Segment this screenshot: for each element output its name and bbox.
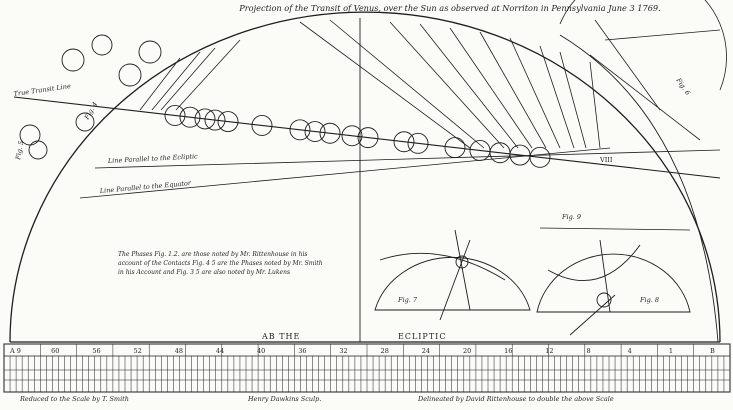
scale-number: 48: [175, 347, 183, 355]
fig-8-label: Fig. 8: [639, 296, 659, 304]
scale-number: 12: [545, 347, 553, 355]
radial-line: [589, 61, 601, 149]
scale-number: 4: [628, 347, 632, 355]
fig-5-label: Fig. 5: [14, 140, 25, 161]
scale-number: 8: [586, 347, 590, 355]
scale-number: 44: [216, 347, 224, 355]
plate-title: Projection of the Transit of Venus, over…: [238, 3, 660, 13]
scale-numbers: A 9 60 56 52 48 44 40 36 32 28 24 20 16 12 8 4 1 B: [9, 347, 715, 355]
venus-disc: [357, 127, 379, 149]
scale-number: 40: [257, 347, 265, 355]
scale-number: 36: [298, 347, 306, 355]
scale-number: 52: [134, 347, 142, 355]
radial-line: [389, 21, 505, 149]
radial-line: [139, 57, 181, 111]
scale-number: B: [710, 347, 715, 355]
scale-number: 24: [422, 347, 430, 355]
radial-line: [160, 47, 216, 111]
note-line-3: in his Account and Fig. 3 5 are also not…: [118, 269, 290, 276]
radial-line: [329, 19, 485, 149]
fig-7-venus: [455, 255, 469, 269]
radial-line: [175, 39, 241, 111]
sun-disk-arc: [9, 11, 721, 343]
venus-disc: [164, 105, 186, 126]
radial-line: [559, 51, 587, 149]
sun-limb-right: [559, 34, 719, 343]
fig-8-diagram: [536, 239, 691, 336]
venus-disc: [179, 106, 201, 128]
venus-disc: [407, 132, 429, 154]
fig-7-curve: [379, 252, 506, 281]
radial-hour-lines: [139, 19, 601, 149]
fig-7-line: [454, 229, 471, 311]
fig-6-arc: [559, 0, 727, 91]
scale-number: 1: [669, 347, 673, 355]
phase-circle: [138, 40, 162, 64]
radial-line: [479, 31, 547, 149]
scale-number: A 9: [9, 347, 21, 355]
phase-circle: [91, 34, 113, 56]
venus-disc: [393, 131, 415, 153]
scale-number: 32: [339, 347, 347, 355]
true-transit-line: [13, 96, 721, 179]
venus-disc: [289, 119, 311, 141]
fig-8-line: [569, 294, 616, 336]
venus-disc: [319, 122, 341, 144]
fig-8-curve: [547, 244, 641, 282]
radial-line: [151, 51, 201, 111]
venus-disc: [251, 115, 273, 136]
ecliptic-label: ECLIPTIC: [398, 332, 446, 341]
parallel-ecliptic-line: [94, 149, 721, 169]
fig-8-venus: [596, 292, 612, 308]
fig-6-line: [589, 54, 701, 141]
credit-engraver: Henry Dawkins Sculp.: [247, 395, 321, 403]
viii-label: VIII: [599, 156, 613, 164]
fig-9-diagram: [539, 227, 691, 231]
venus-disc: [204, 109, 226, 131]
radial-line: [449, 27, 533, 149]
fig-8-line: [599, 239, 611, 313]
radial-line: [509, 37, 561, 149]
venus-disc: [194, 108, 216, 130]
scale-number: 28: [381, 347, 389, 355]
venus-disc: [444, 137, 466, 159]
fig-6-line: [604, 29, 721, 41]
venus-disc-series: [164, 105, 551, 168]
note-line-2: account of the Contacts Fig. 4 5 are the…: [118, 260, 323, 267]
fig-8-semicircle: [536, 253, 691, 313]
fig-7-line: [439, 239, 471, 321]
phase-circle: [75, 112, 95, 132]
venus-disc: [304, 121, 326, 142]
phase-circle: [61, 48, 85, 72]
note-line-1: The Phases Fig. 1.2. are those noted by …: [118, 251, 307, 258]
scale-number: 20: [463, 347, 471, 355]
parallel-equator-line: [79, 147, 611, 199]
scale-ticks: [3, 344, 731, 392]
venus-disc: [217, 111, 239, 133]
scale-bar: A 9 60 56 52 48 44 40 36 32 28 24 20 16 12 8 4 1 B: [3, 343, 731, 393]
radial-line: [419, 23, 519, 149]
radial-line: [299, 21, 471, 149]
venus-disc: [529, 146, 551, 168]
credit-delineated: Delineated by David Rittenhouse to doubl…: [417, 395, 614, 403]
contact-phases-top-left: [19, 34, 162, 160]
scale-number: 16: [504, 347, 512, 355]
radial-line: [539, 45, 575, 149]
fig-6-diagram: [559, 0, 727, 141]
fig-7-label: Fig. 7: [397, 296, 418, 304]
fig-9-line: [539, 227, 691, 231]
phase-circle: [118, 63, 142, 87]
fig-7-diagram: [374, 229, 531, 321]
phase-circle: [28, 140, 48, 160]
scale-number: 60: [51, 347, 59, 355]
fig-9-label: Fig. 9: [561, 213, 581, 221]
ab-the-label: AB THE: [261, 332, 300, 341]
scale-number: 56: [92, 347, 100, 355]
credit-reduced: Reduced to the Scale by T. Smith: [19, 395, 129, 403]
fig-6-line: [594, 19, 661, 111]
fig-7-semicircle: [374, 256, 531, 311]
venus-disc: [341, 125, 363, 147]
